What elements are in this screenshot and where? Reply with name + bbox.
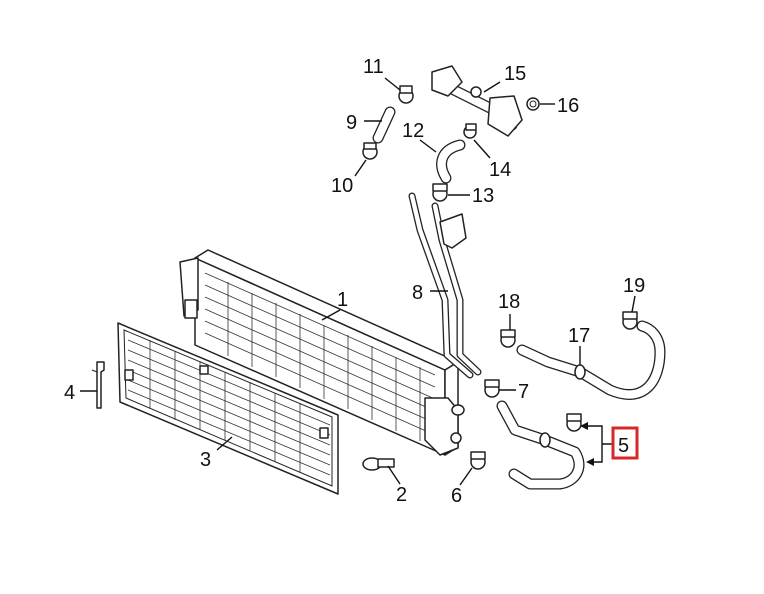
callout-19: 19 — [623, 275, 645, 297]
part-10-clamp — [362, 142, 378, 160]
part-3-grille — [117, 322, 339, 495]
part-2-bolt — [362, 457, 395, 471]
part-5-hose — [496, 400, 585, 490]
part-13-clamp — [432, 183, 448, 202]
leader-19 — [631, 295, 636, 313]
callout-16: 16 — [557, 95, 579, 117]
callout-7: 7 — [518, 381, 529, 403]
leader-6 — [459, 467, 473, 486]
part-12-hose — [436, 139, 466, 184]
part-18-clamp — [500, 329, 516, 348]
callout-5-highlight — [611, 426, 639, 460]
part-17-hose — [516, 320, 666, 400]
callout-6: 6 — [451, 485, 462, 507]
callout-17: 17 — [568, 325, 590, 347]
leader-15 — [483, 81, 501, 93]
leader-11 — [384, 77, 401, 91]
callout-12: 12 — [402, 120, 424, 142]
callout-13: 13 — [472, 185, 494, 207]
callout-3: 3 — [200, 449, 211, 471]
part-19-clamp — [622, 311, 638, 330]
leader-lines — [80, 77, 636, 486]
part-6-clamp — [470, 451, 486, 470]
callout-5: 5 — [618, 435, 629, 457]
callout-8: 8 — [412, 282, 423, 304]
callout-10: 10 — [331, 175, 353, 197]
leader-1 — [321, 309, 341, 321]
part-9-hose — [372, 106, 396, 144]
part-7-clamp — [484, 379, 500, 398]
leader-14 — [473, 139, 491, 159]
part-8-pipe — [408, 192, 482, 379]
callout-14: 14 — [489, 159, 511, 181]
callouts: 1 2 3 4 5 6 7 8 9 10 11 12 13 14 15 16 1… — [64, 56, 645, 507]
callout-18: 18 — [498, 291, 520, 313]
leader-5-arrow-bottom — [586, 458, 594, 466]
callout-15: 15 — [504, 63, 526, 85]
leader-12 — [419, 139, 437, 153]
part-16-seal — [526, 97, 540, 111]
part-4-clip — [91, 361, 105, 409]
leader-2 — [387, 465, 401, 485]
part-11-clamp — [398, 85, 414, 104]
leader-5-arrow-top — [580, 422, 588, 430]
callout-4: 4 — [64, 382, 75, 404]
callout-9: 9 — [346, 112, 357, 134]
part-14-clamp — [463, 123, 477, 139]
callout-1: 1 — [337, 289, 348, 311]
leader-10 — [354, 159, 367, 177]
callout-2: 2 — [396, 484, 407, 506]
callout-11: 11 — [363, 56, 384, 78]
part-15-flange — [431, 65, 523, 137]
leader-3 — [216, 436, 233, 451]
leader-5-bracket — [582, 425, 612, 463]
